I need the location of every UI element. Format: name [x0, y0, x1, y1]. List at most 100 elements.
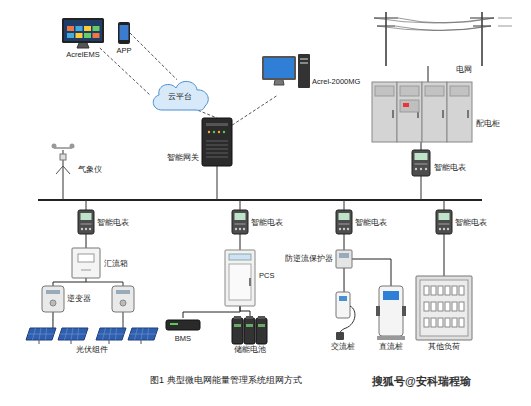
drawing-part: [376, 286, 406, 340]
power-wire: [344, 268, 345, 292]
acpile-icon: [330, 292, 356, 340]
drawing-part: [412, 150, 430, 176]
watermark: 搜狐号@安科瑞程瑜: [372, 374, 471, 389]
drawing-part: [60, 154, 66, 160]
drawing-part: [447, 228, 449, 230]
drawing-part: [229, 264, 251, 300]
poles-node: 电网: [372, 8, 512, 66]
drawing-part: [81, 223, 92, 225]
drawing-part: [258, 324, 265, 327]
phone-icon: [118, 22, 130, 44]
drawing-part: [232, 316, 267, 344]
drawing-part: [232, 210, 248, 234]
meter-icon: [412, 150, 430, 176]
drawing-part: [118, 22, 130, 44]
drawing-part: [375, 86, 394, 96]
drawing-part: [153, 81, 208, 110]
drawing-part: [412, 150, 430, 176]
drawing-part: [336, 210, 352, 234]
drawing-part: [392, 110, 394, 118]
power-wire: [428, 66, 429, 82]
drawing-part: [39, 340, 40, 344]
meter-icon: [232, 210, 248, 234]
drawing-part: [70, 144, 75, 149]
monitor-node: AcrelEMS: [62, 18, 104, 48]
drawing-part: [264, 58, 294, 78]
drawing-part: [128, 328, 158, 340]
drawing-part: [76, 33, 83, 38]
drawing-part: [206, 152, 228, 154]
network-link: [100, 48, 150, 95]
bus-bar: [38, 199, 482, 201]
node-label: 智能电表: [97, 219, 129, 227]
panels-node: 光伏组件: [22, 328, 162, 344]
drawing-part: [67, 26, 74, 31]
drawing-part: [26, 328, 158, 344]
drawing-part: [439, 223, 450, 225]
drawing-part: [336, 292, 350, 318]
drawing-part: [26, 328, 56, 340]
dcpile-node: 直流桩: [376, 286, 406, 340]
drawing-part: [130, 334, 156, 335]
drawing-part: [336, 332, 344, 340]
drawing-part: [262, 56, 296, 80]
drawing-part: [223, 131, 225, 133]
drawing-part: [416, 276, 472, 340]
drawing-part: [93, 26, 100, 31]
node-label: 防逆流保护器: [285, 255, 333, 263]
drawing-part: [424, 318, 429, 327]
drawing-part: [400, 100, 419, 112]
network-link: [198, 110, 217, 118]
drawing-part: [415, 153, 428, 160]
protector-icon: [336, 250, 352, 268]
drawing-part: [336, 250, 352, 268]
node-label: 光伏组件: [76, 346, 108, 354]
power-wire: [240, 306, 250, 316]
drawing-part: [81, 270, 91, 271]
drawing-part: [452, 318, 457, 327]
drawing-part: [225, 250, 255, 306]
drawing-part: [71, 340, 72, 344]
combiner-node: 汇流箱: [72, 248, 100, 278]
gateway-icon: [202, 118, 232, 166]
power-wire: [53, 278, 86, 286]
drawing-part: [170, 323, 178, 325]
drawing-part: [470, 18, 494, 26]
node-label: 智能电表: [355, 219, 387, 227]
drawing-part: [50, 300, 56, 306]
power-wire: [183, 306, 240, 318]
drawing-part: [339, 253, 349, 258]
pc-node: Acrel-2000MG: [262, 52, 310, 96]
drawing-part: [336, 250, 352, 268]
drawing-part: [374, 18, 494, 31]
node-label: BMS: [175, 335, 191, 343]
drawing-part: [206, 156, 228, 158]
meter-node: 智能电表: [436, 210, 452, 234]
drawing-part: [459, 318, 464, 327]
drawing-part: [372, 82, 472, 142]
drawing-part: [232, 210, 248, 234]
drawing-part: [62, 18, 104, 48]
node-label: 储能电池: [234, 346, 266, 354]
drawing-part: [452, 302, 457, 311]
node-label: AcrelEMS: [66, 51, 99, 59]
drawing-part: [300, 62, 308, 64]
drawing-part: [206, 123, 228, 126]
phone-node: APP: [118, 22, 130, 44]
combiner-icon: [72, 248, 100, 278]
node-label: 云平台: [168, 93, 192, 101]
drawing-part: [109, 340, 110, 344]
drawing-part: [452, 286, 457, 295]
power-wire: [421, 142, 422, 150]
drawing-part: [249, 278, 251, 286]
meter-icon: [78, 210, 94, 234]
drawing-part: [93, 33, 100, 38]
drawing-part: [246, 316, 253, 319]
drawing-part: [166, 320, 200, 330]
figure-caption: 图1 典型微电网能量管理系统组网方式: [150, 374, 302, 387]
cloud-node: 云平台: [150, 78, 210, 112]
drawing-part: [96, 328, 126, 340]
drawing-part: [431, 302, 436, 311]
drawing-part: [42, 286, 64, 312]
meter-icon: [336, 210, 352, 234]
